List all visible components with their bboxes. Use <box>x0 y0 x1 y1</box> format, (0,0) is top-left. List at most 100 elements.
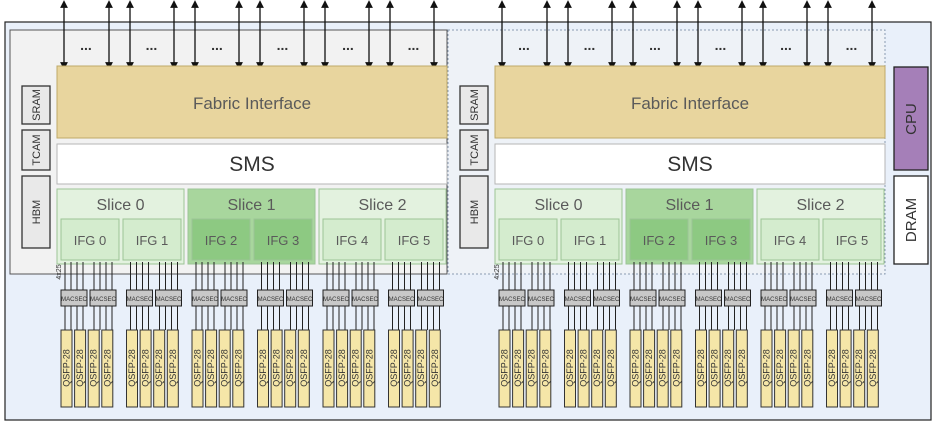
qsfp-port <box>577 329 590 408</box>
qsfp-label: QSFP-28 <box>389 349 399 387</box>
qsfp-port <box>787 329 800 408</box>
macsec-block <box>593 289 620 307</box>
qsfp-port <box>126 329 138 408</box>
qsfp-port <box>801 329 814 408</box>
ifg-label: IFG 5 <box>836 233 869 248</box>
macsec-label: MACSEC <box>594 297 620 303</box>
qsfp-label: QSFP-28 <box>351 349 361 387</box>
qsfp-port <box>428 329 441 408</box>
qsfp-label: QSFP-28 <box>89 349 99 387</box>
qsfp-label: QSFP-28 <box>403 349 413 387</box>
qsfp-label: QSFP-28 <box>579 349 589 387</box>
fabric-interface-block <box>494 65 886 139</box>
ifg-label: IFG 4 <box>774 233 807 248</box>
macsec-block <box>89 289 117 307</box>
macsec-label: MACSEC <box>725 297 751 303</box>
qsfp-port <box>656 329 669 408</box>
qsfp-label: QSFP-28 <box>154 349 164 387</box>
ifg-block <box>60 218 120 261</box>
qsfp-label: QSFP-28 <box>500 349 510 387</box>
macsec-block <box>498 289 526 307</box>
qsfp-port <box>284 329 297 408</box>
qsfp-label: QSFP-28 <box>723 349 733 387</box>
ifg-label: IFG 3 <box>267 233 300 248</box>
macsec-label: MACSEC <box>790 297 816 303</box>
ellipsis-label: ... <box>277 37 289 53</box>
qsfp-port <box>564 329 576 408</box>
tcam-block <box>459 129 489 171</box>
qsfp-label: QSFP-28 <box>220 349 230 387</box>
qsfp-label: QSFP-28 <box>606 349 616 387</box>
chip-1: ..................Fabric InterfaceSMSSRA… <box>447 0 886 408</box>
qsfp-port <box>191 329 204 408</box>
qsfp-port <box>101 329 114 408</box>
qsfp-label: QSFP-28 <box>671 349 681 387</box>
qsfp-port <box>205 329 218 408</box>
dram-label: DRAM <box>903 198 920 242</box>
qsfp-port <box>695 329 707 408</box>
qsfp-port <box>257 329 269 408</box>
macsec-label: MACSEC <box>192 297 218 303</box>
macsec-block <box>286 289 313 307</box>
qsfp-label: QSFP-28 <box>775 349 785 387</box>
ellipsis-label: ... <box>80 37 92 53</box>
macsec-block <box>191 289 219 307</box>
qsfp-port <box>401 329 414 408</box>
ifg-label: IFG 0 <box>512 233 545 248</box>
qsfp-port <box>388 329 400 408</box>
qsfp-label: QSFP-28 <box>193 349 203 387</box>
lane-tag: 4x25 <box>56 264 63 279</box>
chip-0: ..................Fabric InterfaceSMSSRA… <box>9 0 448 408</box>
sms-block <box>56 143 448 185</box>
macsec-label: MACSEC <box>565 297 591 303</box>
qsfp-label: QSFP-28 <box>644 349 654 387</box>
ellipsis-label: ... <box>408 37 420 53</box>
qsfp-label: QSFP-28 <box>324 349 334 387</box>
sram-label: SRAM <box>469 89 481 121</box>
qsfp-label: QSFP-28 <box>827 349 837 387</box>
hbm-block <box>21 175 51 249</box>
tcam-label: TCAM <box>31 134 43 165</box>
ellipsis-label: ... <box>146 37 158 53</box>
qsfp-port <box>643 329 656 408</box>
macsec-block <box>629 289 657 307</box>
tcam-block <box>21 129 51 171</box>
fabric-interface-label: Fabric Interface <box>193 94 311 113</box>
qsfp-label: QSFP-28 <box>285 349 295 387</box>
qsfp-port <box>525 329 538 408</box>
macsec-label: MACSEC <box>856 297 882 303</box>
cpu-block <box>893 66 929 171</box>
qsfp-label: QSFP-28 <box>868 349 878 387</box>
ellipsis-label: ... <box>211 37 223 53</box>
qsfp-port <box>270 329 283 408</box>
hbm-label: HBM <box>469 200 481 224</box>
ifg-block <box>191 218 251 261</box>
qsfp-label: QSFP-28 <box>592 349 602 387</box>
qsfp-port <box>670 329 683 408</box>
macsec-block <box>155 289 182 307</box>
macsec-block <box>760 289 788 307</box>
sms-block <box>494 143 886 185</box>
qsfp-port <box>512 329 525 408</box>
ifg-label: IFG 1 <box>574 233 607 248</box>
sram-block <box>459 85 489 125</box>
qsfp-label: QSFP-28 <box>75 349 85 387</box>
macsec-block <box>257 289 284 307</box>
sram-label: SRAM <box>31 89 43 121</box>
qsfp-port <box>853 329 866 408</box>
ellipsis-label: ... <box>649 37 661 53</box>
qsfp-port <box>591 329 604 408</box>
ifg-block <box>822 218 882 261</box>
qsfp-port <box>839 329 852 408</box>
ifg-block <box>691 218 751 261</box>
qsfp-label: QSFP-28 <box>527 349 537 387</box>
ifg-label: IFG 4 <box>336 233 369 248</box>
ifg-block <box>760 218 820 261</box>
macsec-label: MACSEC <box>499 297 525 303</box>
macsec-label: MACSEC <box>61 297 87 303</box>
qsfp-label: QSFP-28 <box>710 349 720 387</box>
qsfp-label: QSFP-28 <box>631 349 641 387</box>
slice-label: Slice 2 <box>796 197 844 214</box>
